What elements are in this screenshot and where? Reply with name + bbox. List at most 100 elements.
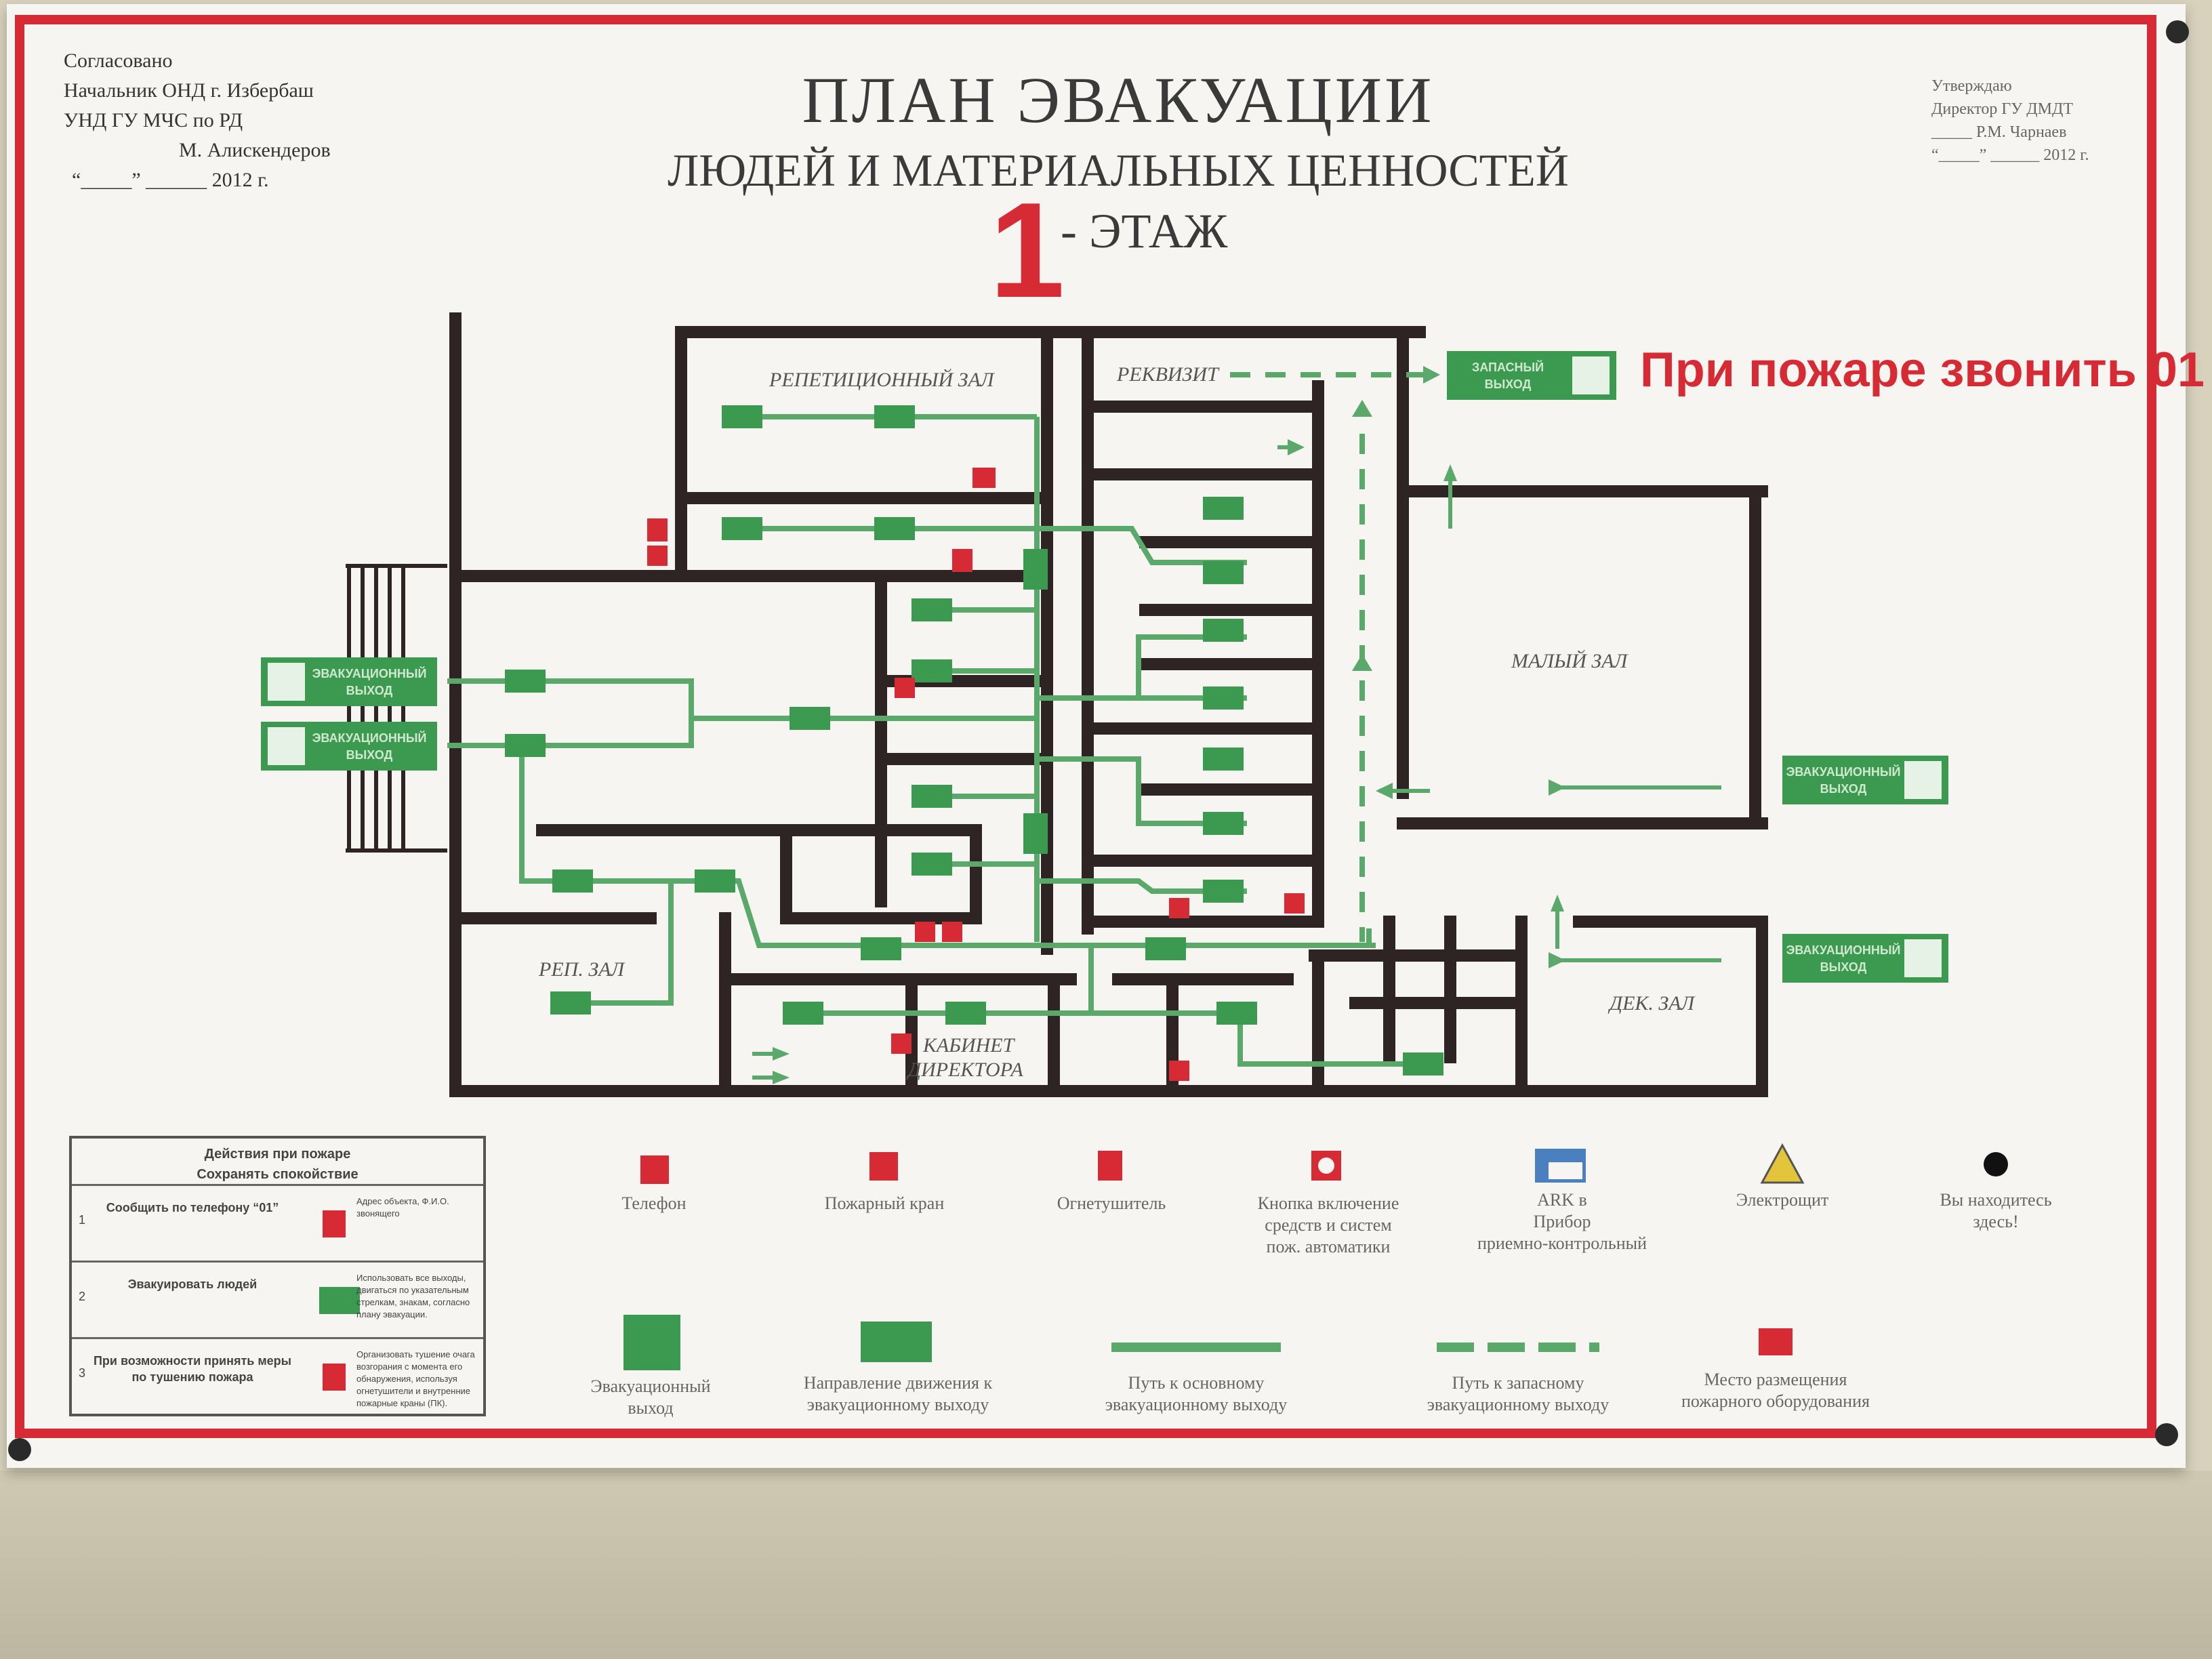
legend-telephone: Телефон	[590, 1193, 718, 1214]
plan-subtitle: ЛЮДЕЙ И МАТЕРИАЛЬНЫХ ЦЕННОСТЕЙ	[668, 144, 1569, 196]
mounting-pin	[8, 1438, 31, 1461]
direction-arrow-lines	[752, 445, 1721, 1080]
extinguisher-icon	[323, 1364, 346, 1391]
evacuation-exit-sign: ЭВАКУАЦИОННЫЙ ВЫХОД	[261, 657, 437, 706]
electric-shield-icon	[1760, 1143, 1805, 1184]
fire-equipment-markers	[647, 468, 1305, 1081]
action-title: Сообщить по телефону “01”	[106, 1201, 279, 1214]
direction-sign-icon	[861, 1322, 932, 1362]
room-label-props: РЕКВИЗИТ	[1116, 363, 1220, 386]
exit-sign-text: ЭВАКУАЦИОННЫЙ	[312, 666, 427, 680]
room-label-director-office: КАБИНЕТ	[922, 1034, 1016, 1057]
spare-exit-sign: ЗАПАСНЫЙ ВЫХОД	[1447, 351, 1616, 400]
legend-label: пожарного оборудования	[1681, 1391, 1870, 1411]
evacuation-exit-sign: ЭВАКУАЦИОННЫЙ ВЫХОД	[1782, 756, 1948, 804]
room-label-rehearsal-hall: РЕПЕТИЦИОННЫЙ ЗАЛ	[769, 369, 995, 391]
telephone-icon	[640, 1155, 669, 1184]
legend-label: пож. автоматики	[1266, 1237, 1391, 1256]
legend-you-are-here: Вы находитесь здесь!	[1911, 1189, 2081, 1233]
legend-label: средств и систем	[1265, 1215, 1392, 1235]
legend-spare-path: Путь к запасному эвакуационному выходу	[1396, 1372, 1640, 1416]
legend-label: приемно-контрольный	[1477, 1233, 1647, 1253]
approval-line: _____ Р.М. Чарнаев	[1931, 123, 2067, 141]
red-frame	[15, 15, 2156, 1438]
plan-title: ПЛАН ЭВАКУАЦИИ	[802, 64, 1435, 136]
action-row: 3 При возможности принять меры по тушени…	[72, 1339, 483, 1416]
exit-sign-text: ЭВАКУАЦИОННЫЙ	[1786, 943, 1901, 957]
legend-label: ARK в	[1537, 1190, 1587, 1210]
floor-label: - ЭТАЖ	[1061, 204, 1228, 258]
exit-sign-text: ВЫХОД	[346, 748, 393, 762]
legend-label: Огнетушитель	[1057, 1193, 1166, 1213]
actions-header-line: Действия при пожаре	[204, 1147, 351, 1162]
action-title: Эвакуировать людей	[127, 1277, 258, 1291]
action-number: 2	[79, 1290, 86, 1303]
approval-line: УНД ГУ МЧС по РД	[64, 109, 243, 131]
approval-line: М. Алискендеров	[179, 139, 331, 161]
legend-label: Путь к основному	[1128, 1373, 1265, 1393]
approval-block-left: Согласовано Начальник ОНД г. Избербаш УН…	[64, 46, 331, 195]
approval-line: Начальник ОНД г. Избербаш	[64, 79, 314, 102]
action-description: Адрес объекта, Ф.И.О. звонящего	[356, 1196, 449, 1218]
telephone-icon	[323, 1210, 346, 1237]
action-number: 3	[79, 1366, 86, 1380]
exit-sign-text: ЗАПАСНЫЙ	[1472, 360, 1544, 374]
approval-line: “_____” ______ 2012 г.	[1931, 146, 2089, 164]
legend-main-path: Путь к основному эвакуационному выходу	[1071, 1372, 1322, 1416]
legend-label: Эвакуационный	[590, 1376, 711, 1396]
room-label-small-hall: МАЛЫЙ ЗАЛ	[1511, 650, 1629, 672]
exit-sign-text: ВЫХОД	[1820, 782, 1867, 796]
evacuation-exit-sign: ЭВАКУАЦИОННЫЙ ВЫХОД	[261, 722, 437, 771]
exit-sign-text: ВЫХОД	[346, 684, 393, 697]
legend-direction: Направление движения к эвакуационному вы…	[773, 1372, 1023, 1416]
fire-actions-table: Действия при пожаре Сохранять спокойстви…	[69, 1136, 486, 1416]
exit-sign-text: ЭВАКУАЦИОННЫЙ	[1786, 764, 1901, 779]
legend-extinguisher: Огнетушитель	[1030, 1193, 1193, 1214]
fire-hydrant-icon	[869, 1152, 898, 1181]
mounting-pin	[2155, 1423, 2178, 1446]
legend-label: Путь к запасному	[1452, 1373, 1584, 1393]
room-label-rep-hall: РЕП. ЗАЛ	[538, 958, 626, 981]
exit-sign-text: ВЫХОД	[1485, 377, 1532, 391]
legend-label: Телефон	[621, 1193, 687, 1213]
action-row: 2 Эвакуировать людей Использовать все вы…	[72, 1263, 483, 1339]
mounting-pin	[2166, 20, 2189, 43]
legend-label: Кнопка включение	[1257, 1193, 1399, 1213]
action-number: 1	[79, 1213, 86, 1227]
fire-call-notice: При пожаре звонить 01	[1640, 343, 2205, 397]
legend-label: выход	[628, 1398, 674, 1418]
action-row: 1 Сообщить по телефону “01” Адрес объект…	[72, 1186, 483, 1263]
approval-line: “_____” ______ 2012 г.	[72, 169, 269, 191]
action-description: Использовать все выходы, двигаться по ук…	[356, 1273, 470, 1319]
legend-label: эвакуационному выходу	[1105, 1395, 1288, 1414]
legend-control-panel: ARK в Прибор приемно-контрольный	[1457, 1189, 1667, 1254]
exit-sign-text: ВЫХОД	[1820, 960, 1867, 974]
legend-fire-equipment: Место размещения пожарного оборудования	[1654, 1369, 1898, 1412]
legend-label: Место размещения	[1704, 1370, 1847, 1389]
room-label-director-office: ДИРЕКТОРА	[906, 1059, 1023, 1081]
you-are-here-icon	[1984, 1152, 2008, 1176]
legend-label: здесь!	[1973, 1212, 2019, 1231]
direction-sign-icon	[319, 1287, 360, 1314]
direction-arrows	[773, 366, 1565, 1084]
extinguisher-icon	[1098, 1151, 1122, 1181]
approval-block-right: Утверждаю Директор ГУ ДМДТ _____ Р.М. Ча…	[1931, 75, 2089, 167]
legend-label: эвакуационному выходу	[806, 1395, 989, 1414]
wall-background	[0, 1471, 2212, 1659]
actions-header-line: Сохранять спокойствие	[197, 1167, 359, 1182]
action-title: При возможности принять меры по тушению …	[93, 1354, 292, 1384]
walls	[449, 312, 1768, 1097]
exit-sign-text: ЭВАКУАЦИОННЫЙ	[312, 731, 427, 745]
spare-evacuation-path	[1230, 372, 1423, 942]
approval-line: Утверждаю	[1931, 77, 2012, 95]
legend-evacuation-exit: Эвакуационный выход	[562, 1376, 739, 1419]
legend-label: Направление движения к	[803, 1373, 993, 1393]
actions-header: Действия при пожаре Сохранять спокойстви…	[72, 1139, 483, 1186]
fire-equipment-icon	[1759, 1328, 1793, 1355]
evacuation-exit-sign: ЭВАКУАЦИОННЫЙ ВЫХОД	[1782, 934, 1948, 983]
legend-icons	[623, 1143, 2008, 1370]
action-description: Организовать тушение очага возгорания с …	[356, 1349, 475, 1408]
legend-fire-hydrant: Пожарный кран	[800, 1193, 969, 1214]
approval-line: Директор ГУ ДМДТ	[1931, 100, 2073, 118]
